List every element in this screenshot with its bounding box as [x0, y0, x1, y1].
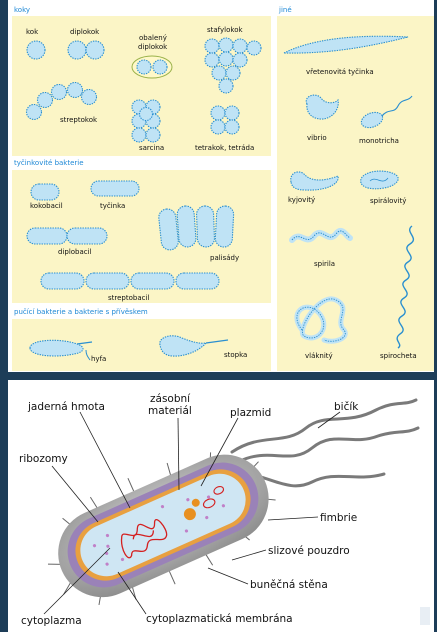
stopka-label: stopka — [224, 351, 247, 359]
sarcina-cluster — [132, 100, 160, 142]
hyfa-label: hyfa — [91, 355, 106, 363]
streptobacil-label: streptobacil — [108, 294, 149, 302]
diplokok-cell-1 — [68, 41, 86, 59]
zasobni-label-1: zásobní — [150, 393, 191, 405]
diplokok-label: diplokok — [70, 28, 100, 36]
kyjovity-label: kyjovitý — [288, 196, 315, 204]
slizove-pouzdro-label: slizové pouzdro — [268, 545, 350, 557]
sarcina-label: sarcina — [139, 144, 164, 152]
corner-marker — [420, 607, 430, 625]
spiralovity-label: spirálovitý — [370, 197, 406, 205]
diplobacil-cell-1 — [27, 228, 67, 244]
pucici-section-title: pučící bakterie a bakterie s přívěskem — [14, 308, 148, 316]
jine-section-title: jiné — [278, 6, 292, 14]
obaleny-cell-1 — [137, 60, 151, 74]
obaleny-cell-2 — [153, 60, 167, 74]
stafylokok-label: stafylokok — [207, 26, 243, 34]
fimbrie-label: fimbrie — [320, 512, 357, 524]
obaleny-label-1: obalený — [139, 34, 167, 42]
membrana-label: cytoplazmatická membrána — [146, 613, 293, 625]
bicik-label: bičík — [334, 401, 359, 413]
diplobacil-label: diplobacil — [58, 248, 92, 256]
ribozomy-label: ribozomy — [19, 453, 68, 465]
streptokok-label: streptokok — [60, 116, 98, 124]
kokobacil-label: kokobacil — [30, 202, 63, 210]
palisady-label: palisády — [210, 254, 239, 262]
monotricha-label: monotricha — [359, 137, 399, 145]
vlaknity-label: vláknitý — [305, 352, 333, 360]
tycinka-label: tyčinka — [100, 202, 125, 210]
zasobni-label-2: materiál — [148, 405, 192, 417]
spirila-label: spirila — [314, 260, 335, 268]
bunecna-stena-label: buněčná stěna — [250, 579, 328, 591]
kok-cell — [27, 41, 45, 59]
tyckovite-section-title: tyčinkovité bakterie — [14, 159, 84, 167]
tetrakok-label: tetrakok, tetráda — [195, 144, 254, 152]
kokobacil-cell — [31, 184, 59, 200]
obaleny-label-2: diplokok — [138, 43, 168, 51]
vibrio-label: vibrio — [307, 134, 327, 142]
spirocheta-label: spirocheta — [380, 352, 417, 360]
koky-section-title: koky — [14, 6, 30, 14]
vretenovita-label: vřetenovitá tyčinka — [306, 68, 374, 76]
tycinka-cell — [91, 181, 139, 196]
cytoplazma-label: cytoplazma — [21, 615, 82, 627]
diplobacil-cell-2 — [67, 228, 107, 244]
plazmid-label: plazmid — [230, 407, 271, 419]
jaderna-hmota-label: jaderná hmota — [27, 401, 105, 413]
diplokok-cell-2 — [86, 41, 104, 59]
kok-label: kok — [26, 28, 39, 36]
